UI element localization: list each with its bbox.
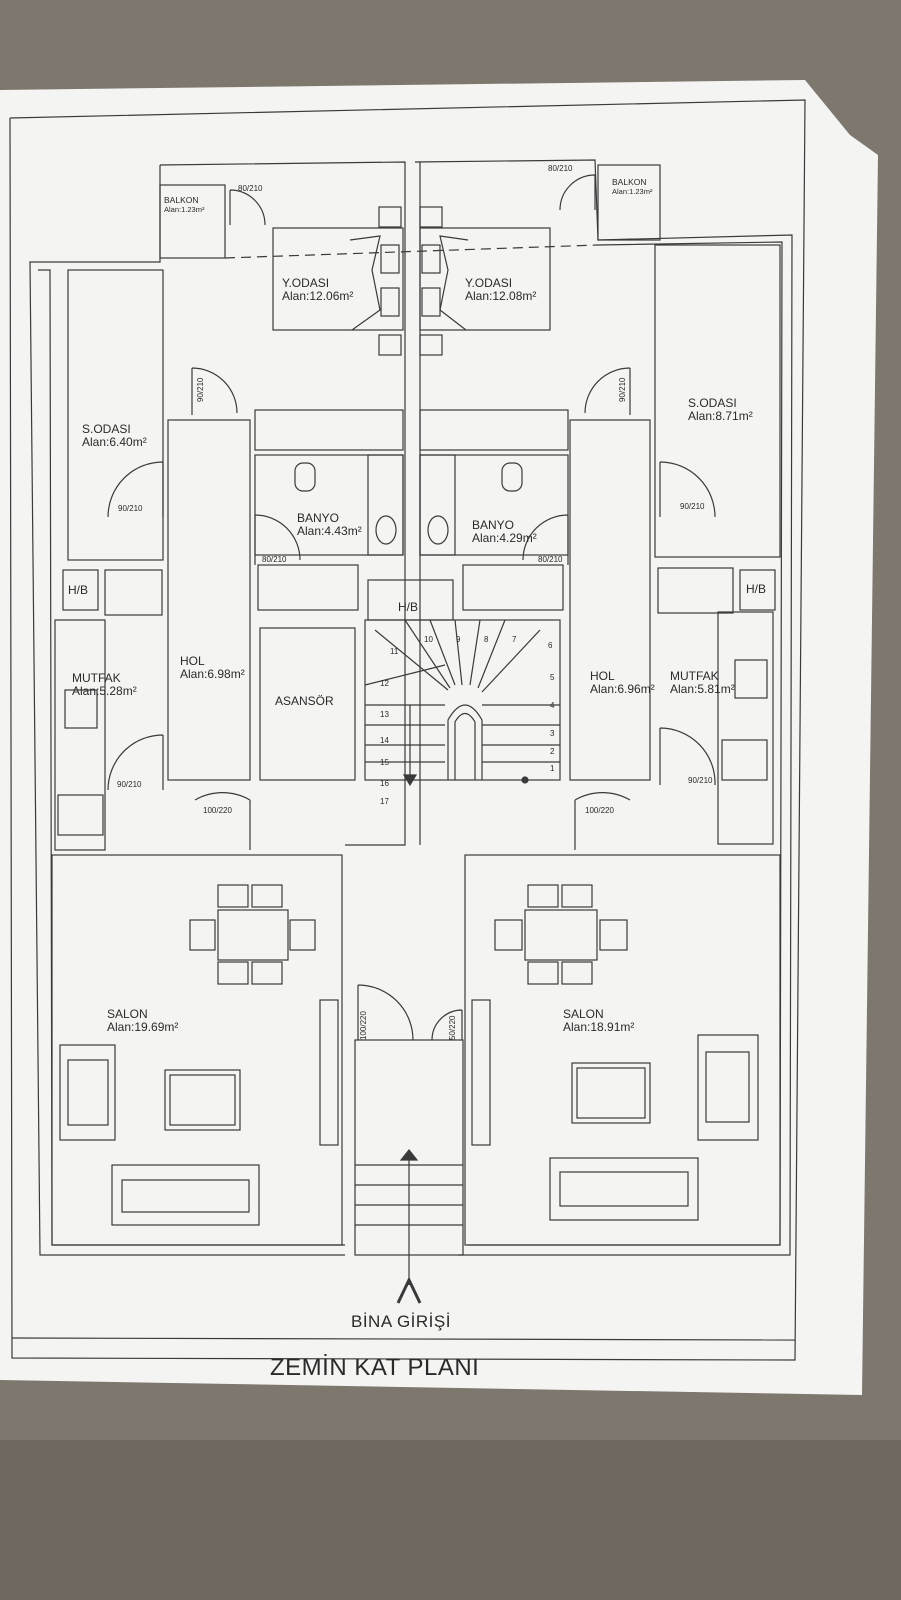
door-salon-left: 100/220: [203, 806, 232, 815]
door-balkon-right: 80/210: [548, 164, 573, 173]
stair-step-5: 5: [550, 673, 555, 682]
door-yodasi-left: 90/210: [196, 377, 205, 402]
left-balcony: [159, 184, 226, 259]
door-banyo-right: 80/210: [538, 555, 563, 564]
right-kitchen-counter: [717, 611, 774, 845]
drawing-border: [9, 99, 806, 1361]
plan-title: ZEMİN KAT PLANI: [270, 1354, 480, 1381]
left-bathroom: [254, 454, 404, 556]
left-hall: [167, 419, 251, 781]
left-unit-outer-wall: [159, 161, 406, 846]
door-banyo-left: 80/210: [262, 555, 287, 564]
stair-step-7: 7: [512, 635, 517, 644]
stair-step-11: 11: [390, 647, 399, 656]
asansor-label: ASANSÖR: [275, 694, 334, 708]
hb-left-label: H/B: [68, 583, 89, 597]
stair-step-3: 3: [550, 729, 555, 738]
door-yodasi-right: 90/210: [618, 377, 627, 402]
left-kitchen-counter: [54, 619, 106, 851]
right-unit-outer-wall: [414, 159, 793, 1256]
right-bed: [419, 227, 551, 331]
stair-step-1: 1: [550, 764, 555, 773]
door-balkon-left: 80/210: [238, 184, 263, 193]
left-salon: [51, 854, 343, 1246]
stair-step-13: 13: [380, 710, 389, 719]
right-balcony: [597, 164, 661, 241]
stair-step-17: 17: [380, 797, 389, 806]
right-sodasi: [654, 244, 781, 558]
door-entry-side: 50/220: [448, 1015, 457, 1040]
door-salon-right: 100/220: [585, 806, 614, 815]
left-sodasi: [67, 269, 164, 561]
hb-right-label: H/B: [746, 582, 767, 596]
left-bed: [272, 227, 404, 331]
door-mutfak-left: 90/210: [117, 780, 142, 789]
stair-step-10: 10: [424, 635, 433, 644]
door-entry-main: 100/220: [359, 1011, 368, 1040]
left-hb: [62, 569, 99, 611]
door-sodasi-left: 90/210: [118, 504, 143, 513]
stair-well: [364, 619, 561, 781]
stair-step-6: 6: [548, 641, 553, 650]
stair-step-16: 16: [380, 779, 389, 788]
right-hb: [739, 569, 776, 611]
door-sodasi-right: 90/210: [680, 502, 705, 511]
stair-step-14: 14: [380, 736, 389, 745]
right-hall: [569, 419, 651, 781]
stair-step-9: 9: [456, 635, 461, 644]
right-salon: [464, 854, 781, 1246]
stair-step-2: 2: [550, 747, 555, 756]
stair-step-8: 8: [484, 635, 489, 644]
elevator-shaft: [259, 627, 356, 781]
stair-step-15: 15: [380, 758, 389, 767]
stair-step-4: 4: [550, 701, 555, 710]
hb-center-label: H/B: [398, 600, 419, 614]
entrance-label: BİNA GİRİŞİ: [351, 1312, 451, 1331]
stair-step-12: 12: [380, 679, 389, 688]
door-mutfak-right: 90/210: [688, 776, 713, 785]
